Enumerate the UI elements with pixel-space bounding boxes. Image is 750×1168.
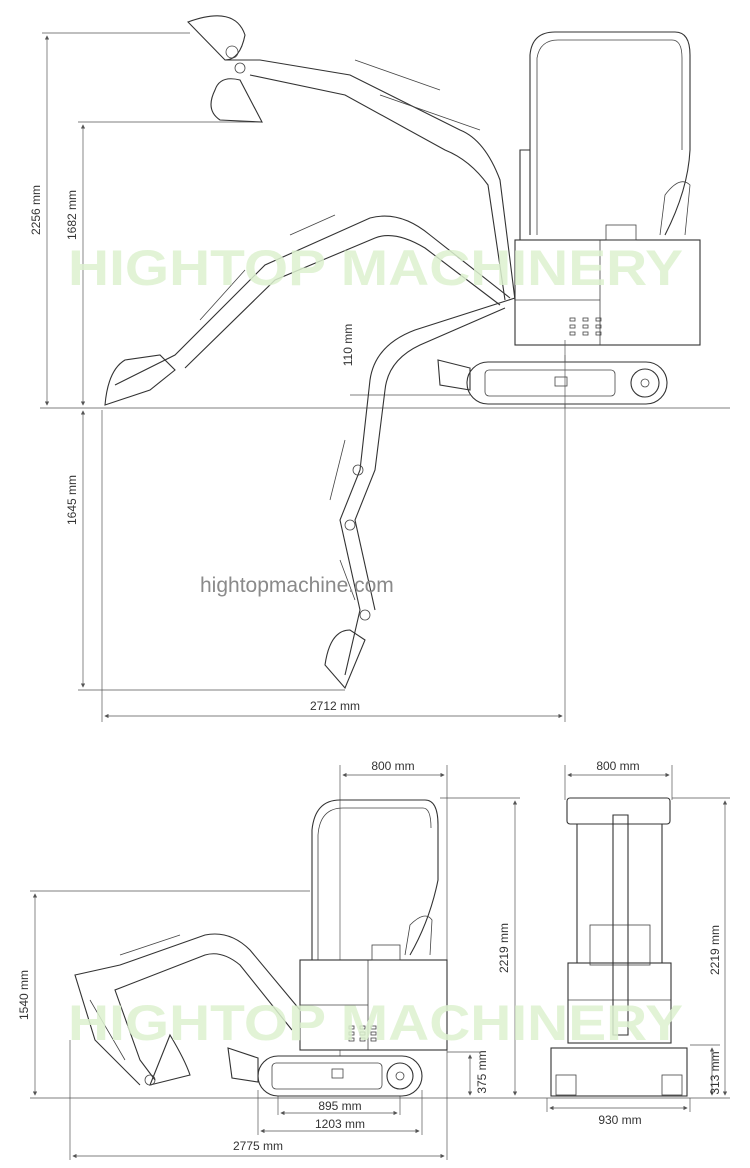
dim-label-800-front: 800 mm — [596, 759, 639, 773]
dim-label-1540: 1540 mm — [17, 970, 31, 1020]
front-view: 800 mm 2219 mm 313 mm 930 mm — [546, 759, 730, 1127]
dim-label-800-side: 800 mm — [371, 759, 414, 773]
dim-label-2712: 2712 mm — [310, 699, 360, 713]
dim-label-313: 313 mm — [708, 1051, 722, 1094]
watermark-text-top: HIGHTOP MACHINERY — [68, 240, 683, 296]
bottom-side-view: 800 mm 2219 mm 1540 mm 375 mm 895 mm 120… — [17, 759, 730, 1160]
dim-label-110: 110 mm — [341, 324, 355, 366]
dim-label-2256: 2256 mm — [29, 185, 43, 235]
dim-label-2219-front: 2219 mm — [708, 925, 722, 975]
dim-label-895: 895 mm — [318, 1099, 361, 1113]
excavator-side-drawing-bottom — [74, 799, 448, 1097]
excavator-front-drawing — [550, 797, 688, 1097]
watermark-text-bottom: HIGHTOP MACHINERY — [68, 995, 683, 1051]
dim-label-1645: 1645 mm — [65, 475, 79, 525]
dim-label-2219-side: 2219 mm — [497, 923, 511, 973]
top-side-view: HIGHTOP MACHINERY hightopmachine.com 225… — [29, 15, 730, 722]
website-text: hightopmachine.com — [200, 574, 394, 597]
dim-label-375: 375 mm — [475, 1050, 489, 1093]
dim-label-2775: 2775 mm — [233, 1139, 283, 1153]
dim-label-1203: 1203 mm — [315, 1117, 365, 1131]
excavator-side-drawing — [104, 15, 701, 690]
dim-label-1682: 1682 mm — [65, 190, 79, 240]
dim-label-930: 930 mm — [598, 1113, 641, 1127]
